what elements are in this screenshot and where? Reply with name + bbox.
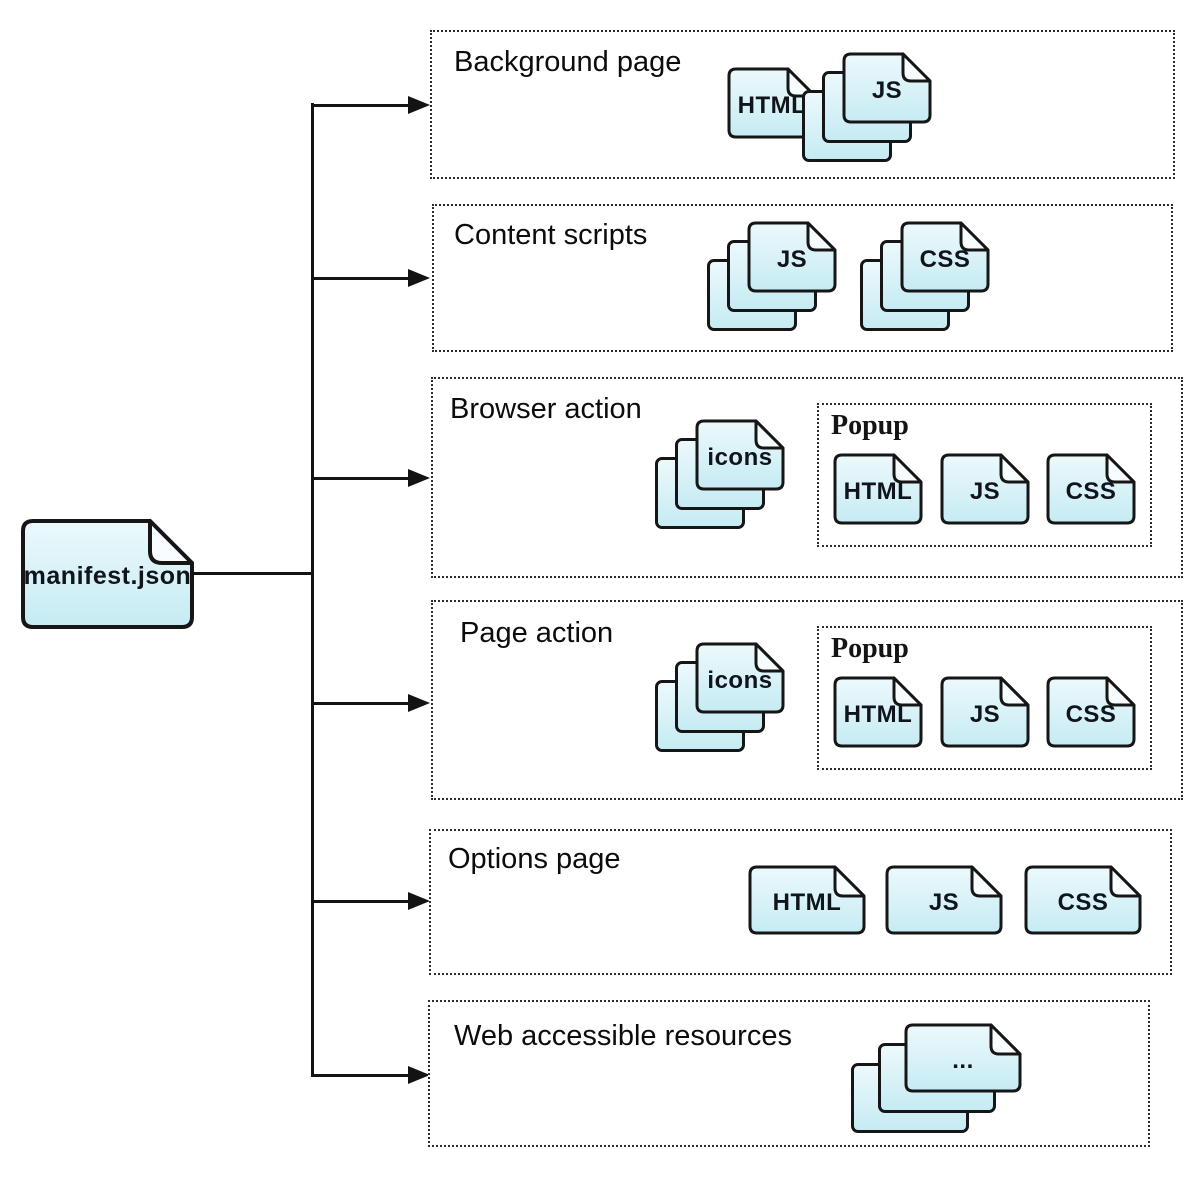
doc-label: JS <box>776 246 808 273</box>
connector-branch-1 <box>313 104 409 107</box>
doc-stack-js: JS <box>707 221 837 331</box>
section-title: Content scripts <box>454 219 648 251</box>
document-icon <box>1046 676 1136 748</box>
doc-html: HTML <box>833 453 923 525</box>
doc-js: JS <box>842 52 932 124</box>
document-icon <box>727 67 817 139</box>
section-title: Background page <box>454 46 682 78</box>
doc-icons: icons <box>695 419 785 491</box>
document-icon <box>900 221 990 293</box>
connector-manifest <box>193 572 313 575</box>
section-title: Browser action <box>450 393 642 425</box>
doc-label: HTML <box>737 92 807 119</box>
popup-box: Popup HTML JS CSS <box>817 626 1152 770</box>
doc-stack-icons: icons <box>655 642 785 752</box>
section-box-browser-action: Browser action icons Popup HTML <box>431 377 1183 578</box>
connector-branch-3 <box>313 477 409 480</box>
section-title: Options page <box>448 843 621 875</box>
document-icon <box>747 221 837 293</box>
popup-title: Popup <box>831 410 909 441</box>
doc-html: HTML <box>833 676 923 748</box>
doc-label: CSS <box>1057 889 1109 916</box>
arrowhead-icon <box>408 892 430 910</box>
document-icon <box>21 519 194 629</box>
connector-branch-6 <box>313 1074 409 1077</box>
doc-css: CSS <box>900 221 990 293</box>
doc-label: CSS <box>919 246 971 273</box>
popup-title: Popup <box>831 633 909 664</box>
popup-box: Popup HTML JS CSS <box>817 403 1152 547</box>
section-box-options-page: Options page HTML JS CSS <box>429 829 1172 975</box>
document-icon <box>940 676 1030 748</box>
arrowhead-icon <box>408 269 430 287</box>
doc-css: CSS <box>1046 676 1136 748</box>
doc-js: JS <box>940 676 1030 748</box>
document-icon <box>1024 865 1142 935</box>
doc-label: CSS <box>1065 478 1117 505</box>
doc-label: icons <box>707 667 773 694</box>
arrowhead-icon <box>408 469 430 487</box>
doc-css: CSS <box>1046 453 1136 525</box>
section-box-background-page: Background page HTML JS <box>430 30 1175 179</box>
document-icon <box>748 865 866 935</box>
connector-branch-5 <box>313 900 409 903</box>
document-icon <box>904 1023 1022 1093</box>
document-icon <box>833 453 923 525</box>
connector-branch-2 <box>313 277 409 280</box>
section-title: Page action <box>460 617 614 649</box>
doc-stack-js: JS <box>802 52 932 162</box>
section-title: Web accessible resources <box>454 1020 792 1052</box>
arrowhead-icon <box>408 96 430 114</box>
document-icon <box>940 453 1030 525</box>
doc-label: CSS <box>1065 701 1117 728</box>
doc-stack-css: CSS <box>860 221 990 331</box>
section-box-content-scripts: Content scripts JS CSS <box>432 204 1173 352</box>
document-icon <box>1046 453 1136 525</box>
doc-label: JS <box>969 701 1001 728</box>
connector-spine <box>311 103 314 1077</box>
section-box-page-action: Page action icons Popup HTML <box>431 600 1183 800</box>
doc-label: JS <box>969 478 1001 505</box>
doc-label: JS <box>928 889 960 916</box>
document-icon <box>842 52 932 124</box>
doc-stack-icons: icons <box>655 419 785 529</box>
arrowhead-icon <box>408 694 430 712</box>
doc-label: HTML <box>843 701 913 728</box>
section-box-web-accessible-resources: Web accessible resources ... <box>428 1000 1150 1147</box>
doc-label: ... <box>952 1047 974 1074</box>
manifest-node: manifest.json <box>20 518 195 630</box>
doc-label: icons <box>707 444 773 471</box>
doc-html: HTML <box>727 67 817 139</box>
doc-js: JS <box>885 865 1003 935</box>
doc-css: CSS <box>1024 865 1142 935</box>
document-icon <box>695 642 785 714</box>
doc-icons: icons <box>695 642 785 714</box>
doc-stack-resources: ... <box>851 1023 1022 1133</box>
document-icon <box>885 865 1003 935</box>
doc-label: JS <box>871 77 903 104</box>
doc-resources: ... <box>904 1023 1022 1093</box>
document-icon <box>695 419 785 491</box>
doc-js: JS <box>747 221 837 293</box>
arrowhead-icon <box>408 1066 430 1084</box>
doc-html: HTML <box>748 865 866 935</box>
connector-branch-4 <box>313 702 409 705</box>
manifest-label: manifest.json <box>23 561 192 590</box>
document-icon <box>833 676 923 748</box>
doc-js: JS <box>940 453 1030 525</box>
doc-label: HTML <box>772 889 842 916</box>
doc-label: HTML <box>843 478 913 505</box>
